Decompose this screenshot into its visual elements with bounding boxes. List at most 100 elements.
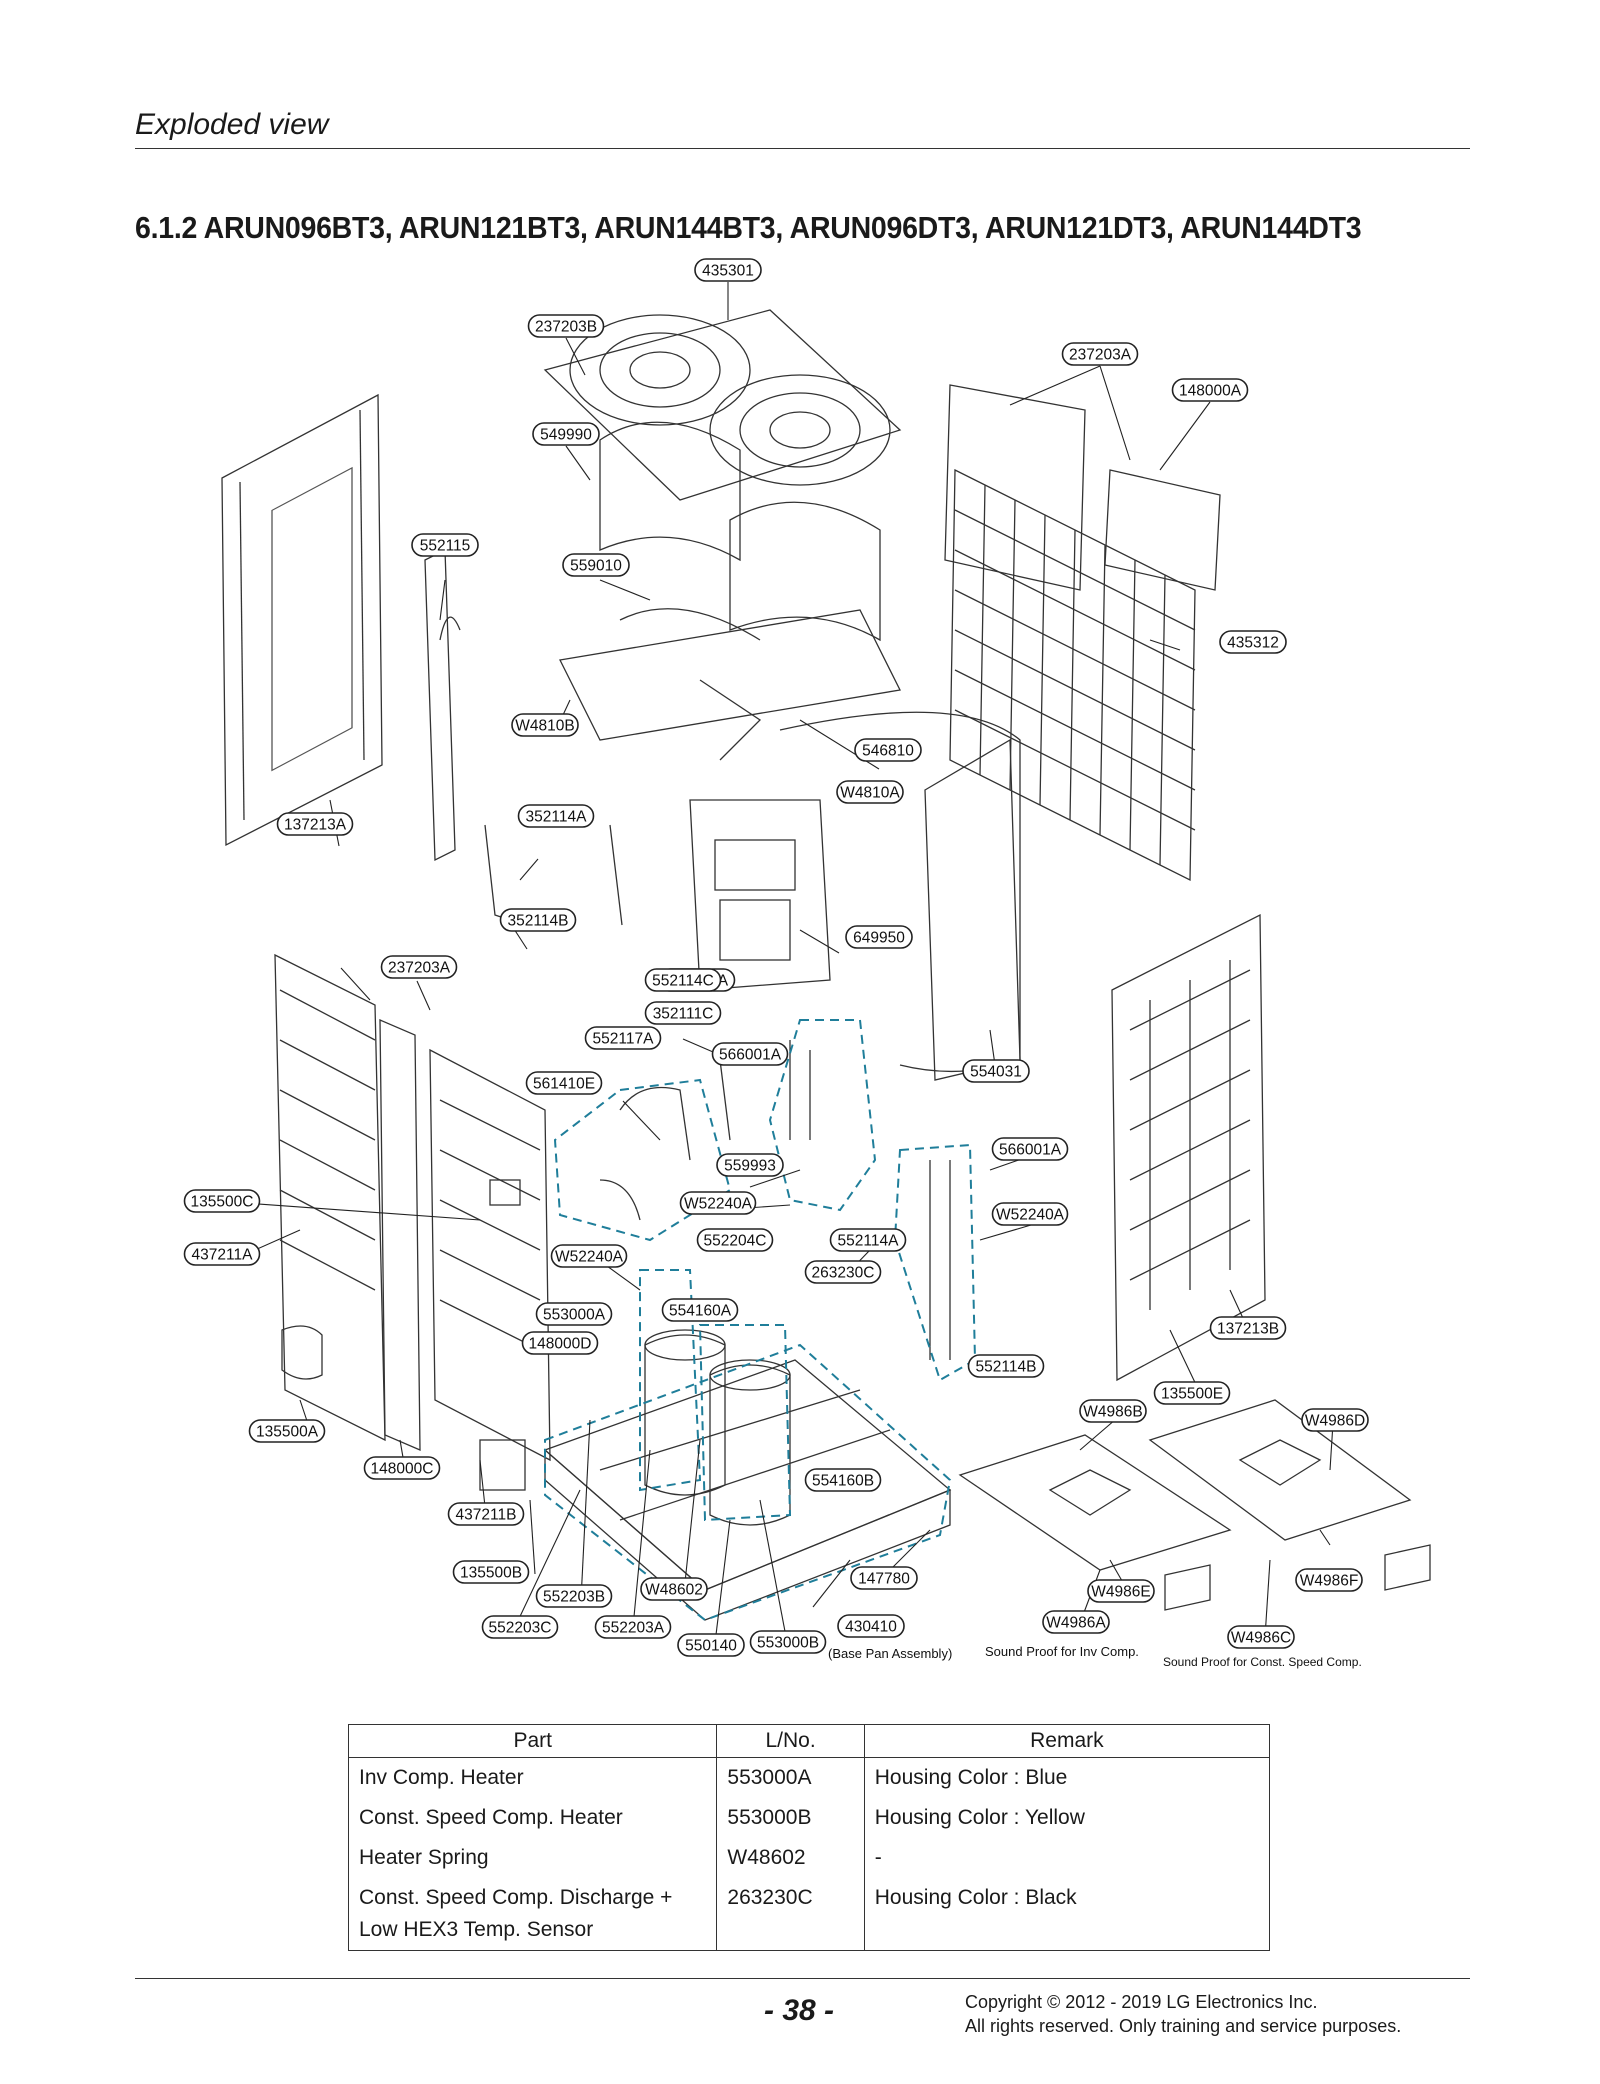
part-callout: W4986C <box>1227 1625 1295 1649</box>
callout-bubble <box>854 738 922 762</box>
callout-label: 550140 <box>685 1638 737 1655</box>
callout-bubble <box>1061 342 1139 366</box>
part-callout: 553000A <box>535 1302 613 1326</box>
table-row: Const. Speed Comp. Discharge + Low HEX3 … <box>347 1878 1271 1951</box>
part-callout: 566001A <box>711 1042 789 1066</box>
part-callout: 553000B <box>749 1630 827 1654</box>
callout-bubble <box>511 713 579 737</box>
callout-bubble <box>749 1630 827 1654</box>
callout-bubble <box>411 533 479 557</box>
table-header-row: Part L/No. Remark <box>347 1724 1271 1758</box>
part-callout: 552114A <box>829 1228 907 1252</box>
cell-part: Heater Spring <box>347 1838 718 1878</box>
callout-bubble <box>1079 1399 1147 1423</box>
callout-label: W4986F <box>1300 1573 1359 1590</box>
part-callout: W4986A <box>1042 1610 1110 1634</box>
part-callout: 147780 <box>850 1566 918 1590</box>
callout-bubble <box>380 955 458 979</box>
sound-proof-const <box>1148 1399 1431 1591</box>
callout-bubble <box>525 1071 603 1095</box>
callout-bubble <box>836 780 904 804</box>
cell-lno: W48602 <box>716 1838 865 1878</box>
callout-label: W48602 <box>645 1582 703 1599</box>
part-callout: 137213A <box>276 812 354 836</box>
callout-bubble <box>550 1244 628 1268</box>
part-callout: W4986F <box>1295 1568 1363 1592</box>
callout-bubble <box>1087 1579 1155 1603</box>
callout-bubble <box>1227 1625 1295 1649</box>
part-callout: 552203C <box>481 1615 559 1639</box>
col-header-remark: Remark <box>863 1724 1271 1758</box>
part-callout: 135500B <box>452 1560 530 1584</box>
part-callout: 352114A <box>517 804 595 828</box>
callout-label: 352111C <box>653 1006 714 1023</box>
part-callout: 559010 <box>562 553 630 577</box>
cell-lno: 553000B <box>716 1798 865 1838</box>
table-row: Inv Comp. Heater 553000A Housing Color :… <box>347 1757 1271 1798</box>
copyright-line-2: All rights reserved. Only training and s… <box>965 2016 1402 2036</box>
callout-bubble <box>535 1584 613 1608</box>
cell-lno: 553000A <box>716 1757 865 1798</box>
callout-bubble <box>696 1228 774 1252</box>
callout-bubble <box>804 1468 882 1492</box>
right-side-panel <box>1111 913 1266 1382</box>
callout-label: W4986B <box>1083 1404 1142 1421</box>
callout-label: W4810B <box>515 718 574 735</box>
callout-label: 552114B <box>976 1359 1037 1376</box>
callout-label: 566001A <box>999 1142 1062 1159</box>
callout-bubble <box>644 968 722 992</box>
callout-bubble <box>845 925 913 949</box>
callout-label: 554160A <box>669 1303 732 1320</box>
part-callout: 554031 <box>962 1059 1030 1083</box>
exploded-view-diagram: 435301237203B237203A148000A5499905521155… <box>183 258 1431 1669</box>
part-callout: 148000C <box>363 1456 441 1480</box>
callout-label: 135500C <box>191 1194 254 1211</box>
cell-part: Inv Comp. Heater <box>347 1757 718 1798</box>
callout-bubble <box>962 1059 1030 1083</box>
callout-bubble <box>991 1137 1069 1161</box>
callout-bubble <box>804 1260 882 1284</box>
part-callout: 559993 <box>716 1153 784 1177</box>
callout-bubble <box>1301 1408 1369 1432</box>
callout-bubble <box>499 908 577 932</box>
part-callout: 352114B <box>499 908 577 932</box>
callout-label: W4986D <box>1305 1413 1365 1430</box>
callout-bubble <box>640 1577 708 1601</box>
callout-label: W52240A <box>996 1207 1065 1224</box>
part-callout: 435312 <box>1219 630 1287 654</box>
rear-wire-grille <box>944 384 1221 882</box>
callout-label: 352114A <box>526 809 588 826</box>
callout-bubble <box>452 1560 530 1584</box>
callout-label: 430410 <box>845 1619 897 1636</box>
compressors <box>644 1329 791 1526</box>
cell-remark: - <box>863 1838 1271 1878</box>
callout-bubble <box>535 1302 613 1326</box>
header-rule <box>135 148 1470 149</box>
control-box <box>689 799 831 991</box>
callout-bubble <box>1295 1568 1363 1592</box>
callout-bubble <box>850 1566 918 1590</box>
callout-label: 135500E <box>1161 1386 1223 1403</box>
part-callout: 649950 <box>845 925 913 949</box>
footer-rule <box>135 1978 1470 1979</box>
callout-bubble <box>517 804 595 828</box>
callout-bubble <box>447 1502 525 1526</box>
part-callout: 561410E <box>525 1071 603 1095</box>
callout-label: 237203A <box>1069 347 1132 364</box>
part-callout: W52240A <box>991 1202 1069 1226</box>
callout-label: W4810A <box>840 785 900 802</box>
col-header-part: Part <box>347 1724 718 1758</box>
callout-label: 552204C <box>704 1233 767 1250</box>
callout-bubble <box>532 422 600 446</box>
part-callout: 137213B <box>1209 1316 1287 1340</box>
callout-label: 263230C <box>812 1265 875 1282</box>
front-panels-left <box>274 953 551 1491</box>
callout-label: 552203C <box>489 1620 552 1637</box>
callout-bubble <box>1219 630 1287 654</box>
part-callout: 435301 <box>694 258 762 282</box>
part-callout: W48602 <box>640 1577 708 1601</box>
part-callout: 552117A <box>584 1026 662 1050</box>
callout-bubble <box>363 1456 441 1480</box>
callout-bubble <box>276 812 354 836</box>
part-callout: 552203A <box>594 1615 672 1639</box>
